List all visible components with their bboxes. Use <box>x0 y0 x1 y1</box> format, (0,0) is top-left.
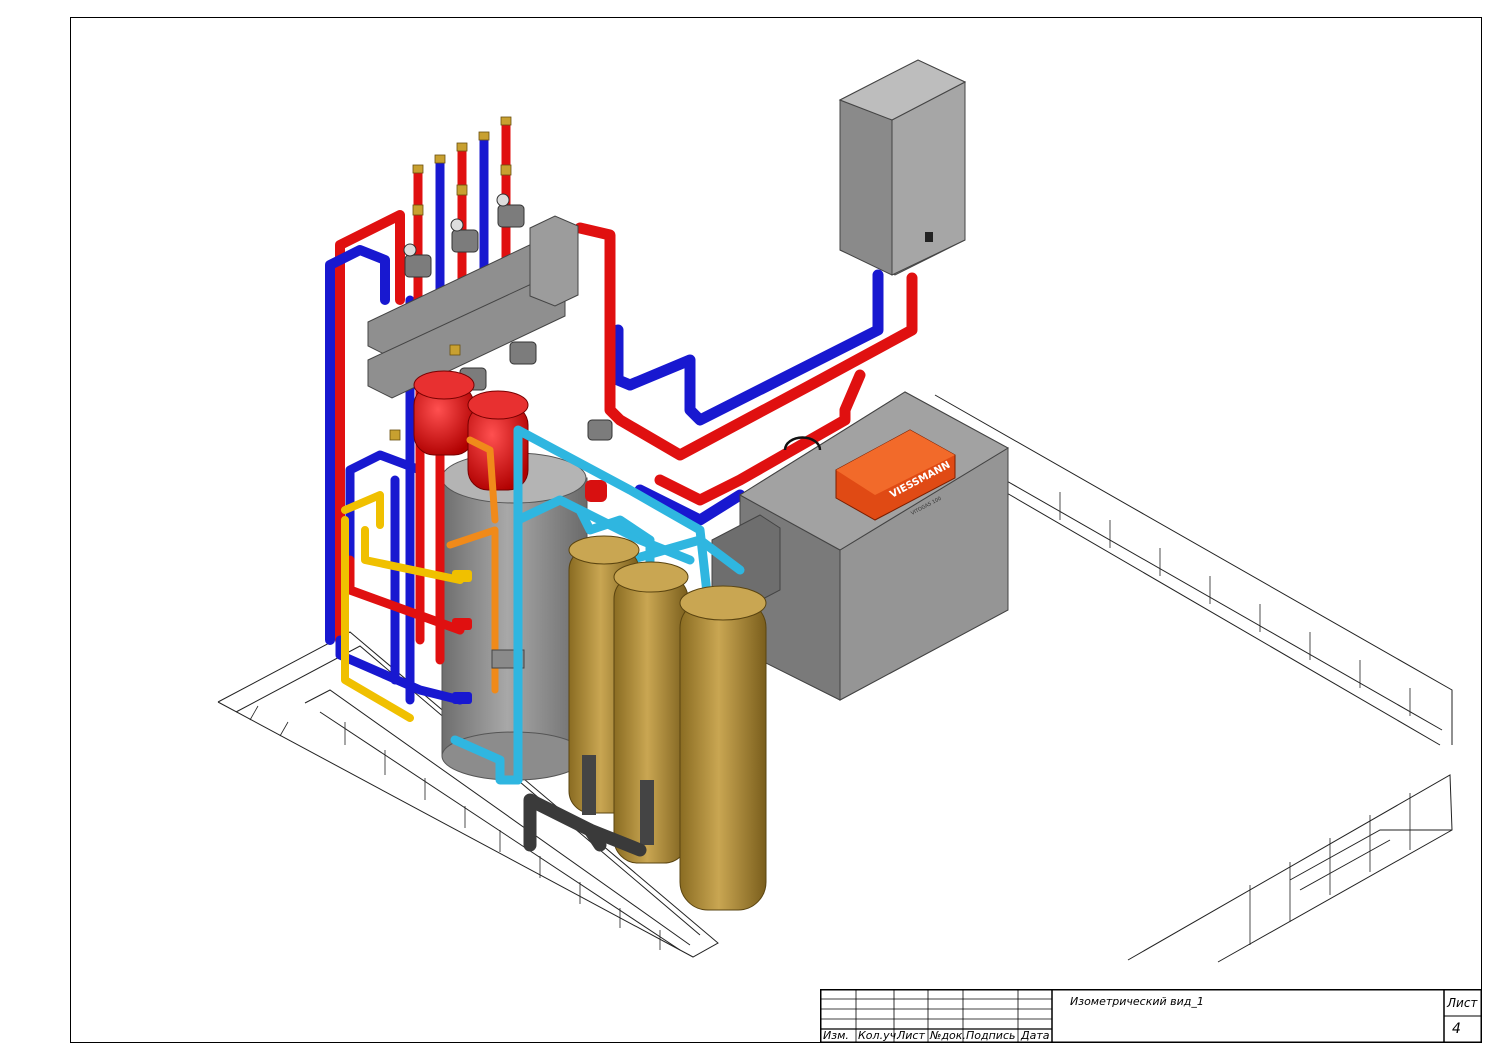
sheet-label: Лист <box>1447 996 1478 1010</box>
circulation-pumps <box>403 193 613 441</box>
drawing-title: Изометрический вид_1 <box>1070 995 1204 1008</box>
expansion-vessels <box>413 370 607 502</box>
col-data: Дата <box>1021 1029 1050 1042</box>
wall-control-cabinet <box>838 59 967 276</box>
col-izm: Изм. <box>823 1029 849 1042</box>
title-block: Изм. Кол.уч. Лист №док. Подпись Дата Изо… <box>820 989 1482 1043</box>
col-podpis: Подпись <box>966 1029 1016 1042</box>
sheet-frame <box>70 17 1482 1043</box>
gas-line <box>341 491 464 722</box>
floor-outline-left <box>217 631 719 958</box>
sheet-number: 4 <box>1452 1021 1461 1037</box>
dhw-line <box>446 436 499 694</box>
title-block-grid <box>820 989 1482 1043</box>
drain-pipe <box>523 793 647 857</box>
gas-boiler: VIESSMANN VITOGAS 100 <box>711 391 1010 701</box>
floor-outline-right <box>934 394 1453 963</box>
col-kol-uch: Кол.уч. <box>858 1029 900 1042</box>
manifold-headers <box>367 215 579 399</box>
col-ndok: №док. <box>930 1029 966 1042</box>
water-filter-columns <box>568 535 767 911</box>
brass-fittings <box>389 116 512 441</box>
col-list: Лист <box>897 1029 925 1042</box>
boiler-connection-pipes <box>574 222 918 526</box>
